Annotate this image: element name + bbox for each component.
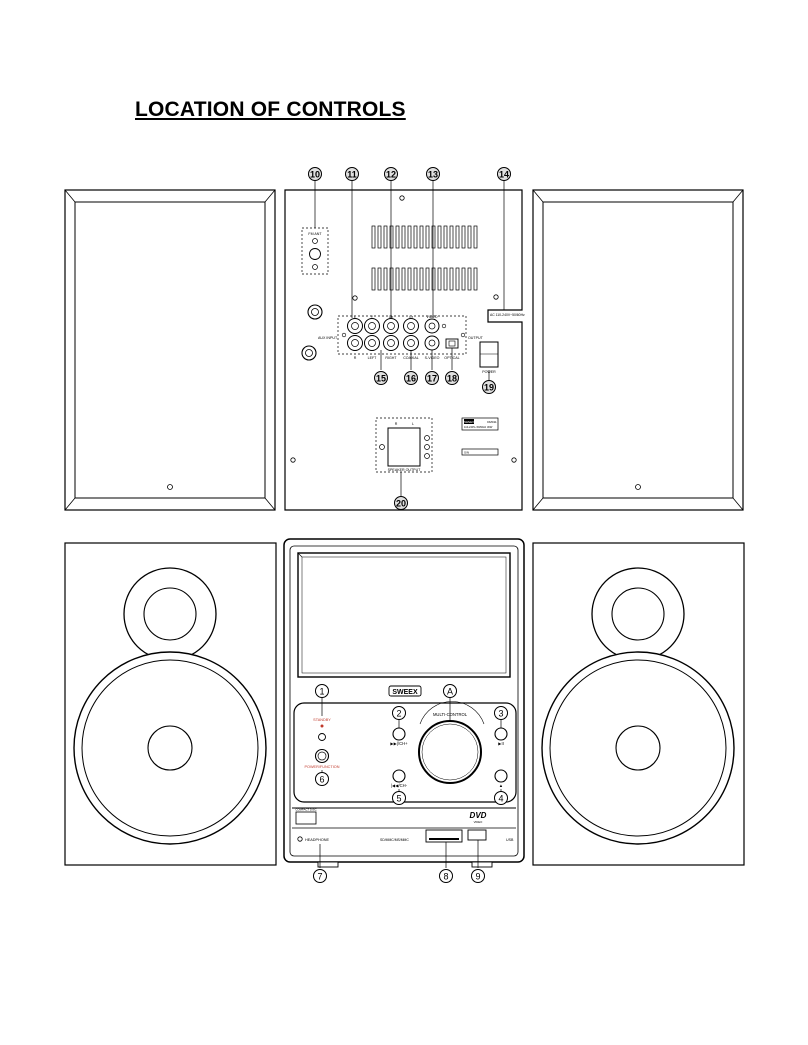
svg-text:16: 16	[406, 374, 416, 384]
jack-label-r: R	[354, 356, 357, 360]
svg-text:13: 13	[428, 170, 438, 180]
front-main-unit: SWEEX STANDBY POWER/FUNCTION ▶▶|/CH+ |◀◀…	[283, 538, 525, 868]
prev-channel-button[interactable]	[392, 769, 406, 783]
svg-text:18: 18	[447, 374, 457, 384]
rear-vent-upper	[371, 225, 478, 249]
svg-text:8: 8	[443, 872, 448, 882]
play-pause-label: ▶II	[498, 741, 504, 746]
callout-12: 12	[384, 167, 398, 181]
label-model: DM011	[487, 420, 497, 424]
standby-led	[320, 724, 324, 728]
callout-11: 11	[345, 167, 359, 181]
svg-text:15: 15	[376, 374, 386, 384]
callout-10: 10	[308, 167, 322, 181]
label-sn: S/N	[464, 451, 469, 455]
headphone-label: HEADPHONE	[305, 838, 330, 842]
svg-text:7: 7	[317, 872, 322, 882]
svg-text:12: 12	[386, 170, 396, 180]
svg-text:19: 19	[484, 383, 494, 393]
rear-vent-lower	[371, 267, 478, 291]
fm-ant-label: FM ANT	[308, 232, 322, 236]
ac-rating-label: AC 110-240V~50/60Hz	[490, 313, 525, 317]
compact-disc-logo: COMPACT DISC	[295, 808, 316, 812]
rear-main-unit: FM ANT AUX INPUT L Y Cb Cr VIDEO	[284, 181, 525, 511]
jack-label-y: Y	[371, 315, 374, 319]
card-slot-label: SD/MMC/MS/MMC	[380, 838, 409, 842]
callout-8: 8	[439, 869, 453, 883]
callout-2: 2	[392, 706, 406, 720]
front-right-speaker	[532, 542, 745, 866]
callout-3: 3	[494, 706, 508, 720]
callout-9: 9	[471, 869, 485, 883]
svg-text:10: 10	[310, 170, 320, 180]
front-leader-lines	[319, 698, 502, 868]
callout-4: 4	[494, 791, 508, 805]
svg-text:14: 14	[499, 170, 509, 180]
next-channel-label: ▶▶|/CH+	[390, 741, 408, 746]
callout-13: 13	[426, 167, 440, 181]
callout-17: 17	[425, 371, 439, 385]
jack-label-left: LEFT	[368, 356, 378, 360]
svg-text:20: 20	[396, 499, 406, 509]
callout-19: 19	[482, 380, 496, 394]
svg-text:17: 17	[427, 374, 437, 384]
callout-20: 20	[394, 496, 408, 510]
svg-text:4: 4	[498, 794, 503, 804]
jack-label-right: RIGHT	[385, 356, 397, 360]
callout-16: 16	[404, 371, 418, 385]
callout-1: 1	[315, 684, 329, 698]
eject-label: ▲	[499, 783, 503, 788]
front-brand-logo: SWEEX	[392, 689, 418, 696]
speaker-l-label: L	[412, 422, 414, 426]
svg-text:11: 11	[347, 170, 357, 180]
speaker-output-terminals: R L SPEAKER OUTPUT	[375, 417, 433, 473]
headphone-jack[interactable]	[297, 836, 303, 842]
svg-text:6: 6	[319, 775, 324, 785]
rating-label-plate: SWEEX DM011 110-240V~50/60Hz 30W S/N	[461, 417, 499, 456]
svg-text:A: A	[447, 687, 453, 697]
speaker-r-label: R	[395, 422, 398, 426]
play-pause-button[interactable]	[494, 727, 508, 741]
callout-a: A	[443, 684, 457, 698]
rear-leader-lines	[314, 181, 505, 496]
aux-input-label: AUX INPUT	[318, 336, 338, 340]
standby-sensor	[318, 733, 326, 741]
callout-15: 15	[374, 371, 388, 385]
output-label: OUTPUT	[468, 336, 484, 340]
usb-port[interactable]	[467, 829, 487, 841]
jack-label-video: VIDEO	[426, 315, 437, 319]
eject-button[interactable]	[494, 769, 508, 783]
label-brand: SWEEX	[464, 420, 474, 424]
aux-input-jacks: AUX INPUT	[301, 304, 338, 361]
dvd-logo: DVD	[470, 811, 487, 820]
page-title: LOCATION OF CONTROLS	[135, 98, 406, 121]
dvd-video-label: VIDEO	[474, 820, 484, 824]
jack-label-cr: Cr	[409, 315, 414, 319]
card-slot[interactable]	[425, 829, 463, 843]
rear-right-speaker	[532, 189, 744, 511]
svg-text:2: 2	[396, 709, 401, 719]
callout-5: 5	[392, 791, 406, 805]
svg-text:3: 3	[498, 709, 503, 719]
callout-7: 7	[313, 869, 327, 883]
jack-label-l: L	[354, 315, 356, 319]
svg-text:5: 5	[396, 794, 401, 804]
callout-18: 18	[445, 371, 459, 385]
svg-text:1: 1	[319, 687, 324, 697]
standby-label: STANDBY	[313, 718, 331, 722]
label-rating-line: 110-240V~50/60Hz 30W	[464, 425, 493, 429]
callout-6: 6	[315, 772, 329, 786]
front-left-speaker	[64, 542, 277, 866]
callout-14: 14	[497, 167, 511, 181]
next-channel-button[interactable]	[392, 727, 406, 741]
multi-control-knob[interactable]	[418, 720, 482, 784]
power-function-label: POWER/FUNCTION	[304, 765, 339, 769]
svg-text:9: 9	[475, 872, 480, 882]
prev-channel-label: |◀◀/CH-	[391, 783, 408, 788]
usb-label: USB	[506, 838, 514, 842]
rear-left-speaker	[64, 189, 276, 511]
speaker-output-label: SPEAKER OUTPUT	[388, 468, 422, 472]
